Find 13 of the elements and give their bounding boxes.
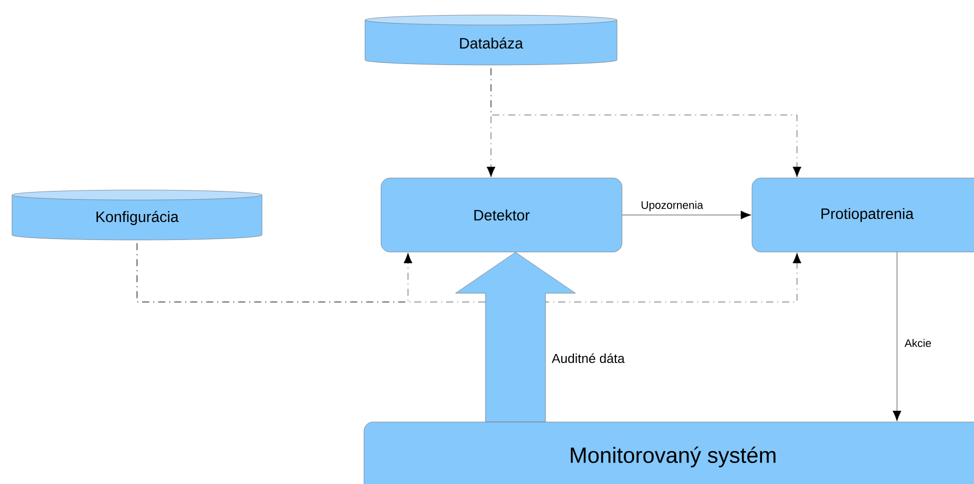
arrow — [892, 252, 902, 422]
arrow — [136, 243, 802, 302]
arrow — [490, 68, 802, 178]
arrow — [622, 210, 752, 220]
process-box: Protiopatrenia — [752, 178, 974, 252]
edge-label: Auditné dáta — [550, 352, 626, 364]
edge-label: Akcie — [904, 338, 932, 348]
database-cylinder: Databáza — [364, 14, 618, 66]
process-box: Monitorovaný systém — [364, 422, 974, 484]
process-box: Detektor — [380, 178, 622, 252]
edge-label: Upozornenia — [640, 200, 704, 212]
block-arrow — [455, 252, 576, 422]
database-cylinder: Konfigurácia — [12, 190, 262, 240]
